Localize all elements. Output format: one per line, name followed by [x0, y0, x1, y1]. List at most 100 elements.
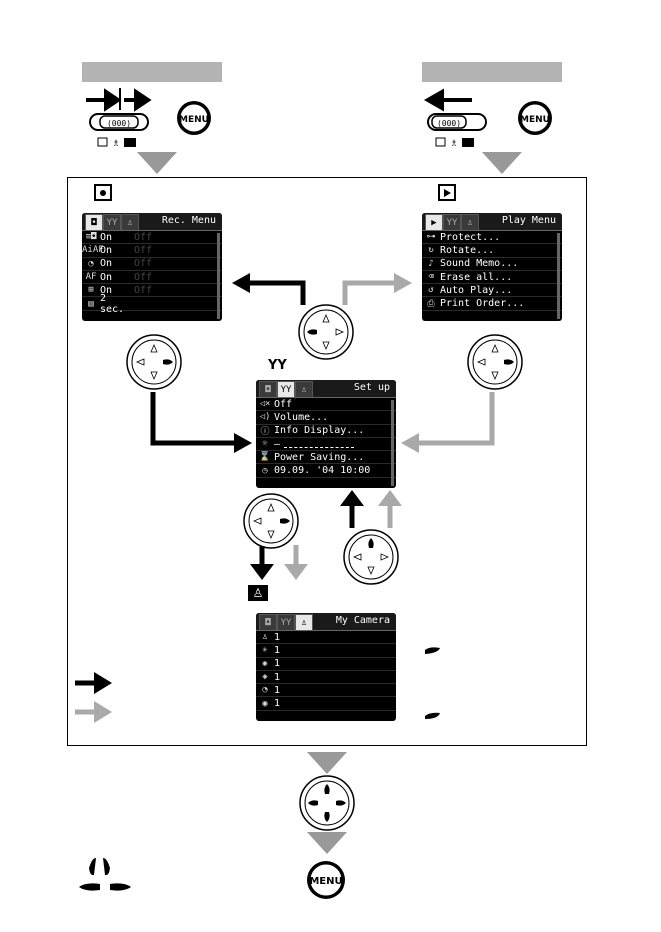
- menu-row-value: Auto Play...: [440, 284, 513, 296]
- menu-row-value: —: [274, 438, 281, 450]
- dial-center-left-icon: [298, 304, 354, 360]
- dial-bottom-all-icon: [299, 775, 355, 831]
- menu-row-alt: Off: [134, 271, 153, 283]
- menu-row-icon: AF: [85, 272, 97, 283]
- rec-menu-title: Rec. Menu: [161, 215, 216, 226]
- svg-text:♗: ♗: [112, 139, 120, 149]
- mycamera-tab-icon: ♙: [295, 381, 313, 397]
- menu-row-alt: Off: [134, 284, 153, 296]
- play-menu-screen: ▶ ΥΥ ♙ Play Menu ⊶Protect...↻Rotate...♪S…: [422, 213, 562, 321]
- menu-row: ◔1: [256, 684, 396, 698]
- menu-row-value: 1: [274, 644, 281, 656]
- menu-row-icon: ⌛: [259, 452, 271, 463]
- menu-row: ♙1: [256, 631, 396, 645]
- menu-row: ◔ On Off: [82, 258, 222, 271]
- menu-row-icon: ⓘ: [260, 427, 270, 438]
- mycamera-tab-icon: ♙: [121, 214, 139, 230]
- menu-row: ⌛Power Saving...: [256, 451, 396, 465]
- camera-tab-icon: ◘: [259, 381, 277, 397]
- menu-row-value: On: [100, 231, 113, 243]
- dial-left-right-icon: [126, 334, 182, 390]
- menu-row: ↻ Rotate...: [422, 244, 562, 258]
- menu-row-value: 1: [274, 631, 281, 643]
- dial-right-right-icon: [467, 334, 523, 390]
- camera-tab-icon: ◘: [85, 214, 103, 230]
- menu-row-icon: ♙: [262, 632, 268, 643]
- menu-row-icon: ⎙: [427, 298, 435, 309]
- menu-button-bottom-icon: MENU: [307, 861, 345, 899]
- menu-row-value: On: [100, 284, 113, 296]
- dial-setup-up-icon: [343, 529, 399, 585]
- menu-row-icon: AiAF: [82, 245, 104, 256]
- menu-row-value: On: [100, 244, 113, 256]
- setup-tab-icon: ΥΥ: [277, 381, 295, 397]
- menu-row-value: 1: [274, 684, 281, 696]
- menu-row: ◷ 09.09. '04 10:00: [256, 464, 396, 478]
- svg-text:MENU: MENU: [520, 115, 550, 125]
- menu-row: ⌫ Erase all...: [422, 271, 562, 285]
- menu-button-label: MENU: [179, 115, 209, 125]
- menu-row: ⎙Print Order...: [422, 297, 562, 311]
- menu-row: ⊶Protect...: [422, 231, 562, 245]
- menu-row-value: Power Saving...: [274, 451, 365, 463]
- play-menu-title: Play Menu: [501, 215, 556, 226]
- setup-tab-icon: ΥΥ: [443, 214, 461, 230]
- brightness-slider: [284, 441, 355, 448]
- menu-row-icon: ↺: [428, 285, 434, 296]
- setup-tab-icon: ΥΥ: [103, 214, 121, 230]
- mode-switch-play-icon: (000) ♗: [423, 88, 487, 149]
- menu-row: ◁)Volume...: [256, 411, 396, 425]
- menu-row: ✺1: [256, 658, 396, 671]
- menu-row-alt: Off: [134, 244, 153, 256]
- camera-mode-icon: [94, 184, 112, 201]
- down-triangle-icon: [137, 152, 177, 174]
- mycamera-heading-icon: ♙: [248, 585, 268, 601]
- menu-row: ◈1: [256, 671, 396, 685]
- menu-row-alt: Off: [134, 258, 153, 270]
- svg-text:♗: ♗: [450, 139, 458, 149]
- setup-menu-title: Set up: [353, 382, 390, 393]
- menu-row-value: Volume...: [274, 411, 329, 423]
- menu-row: ✳1: [256, 644, 396, 658]
- menu-row: ↺ Auto Play...: [422, 284, 562, 298]
- menu-row-value: Erase all...: [440, 271, 513, 283]
- menu-row-value: 09.09. '04 10:00: [274, 465, 371, 477]
- menu-button-icon: MENU: [518, 101, 552, 135]
- rec-mode-bar: [82, 62, 222, 82]
- menu-row-icon: ☼: [262, 439, 268, 450]
- menu-row-value: Sound Memo...: [440, 258, 519, 270]
- menu-row-icon: ◈: [262, 672, 268, 683]
- menu-button-icon: MENU: [177, 101, 211, 135]
- play-mode-icon: [438, 184, 456, 201]
- menu-row-value: Off: [274, 398, 293, 410]
- menu-row-icon: ▤: [88, 298, 94, 309]
- mycamera-menu-list: ♙1✳1✺1◈1◔1◉1: [256, 631, 396, 711]
- play-mode-bar: [422, 62, 562, 82]
- menu-row-icon: ⌫: [428, 272, 434, 283]
- menu-row-icon: ♪: [428, 258, 434, 269]
- menu-row-icon: ⊶: [426, 232, 436, 243]
- menu-row-icon: ◔: [262, 685, 268, 696]
- menu-row-value: On: [100, 258, 113, 270]
- camera-tab-icon: ◘: [259, 614, 277, 630]
- svg-text:(000): (000): [107, 119, 131, 128]
- menu-row-value: On: [100, 271, 113, 283]
- menu-row: ☼—: [256, 438, 396, 452]
- menu-row-value: Rotate...: [440, 244, 495, 256]
- menu-row-icon: ◔: [88, 258, 94, 269]
- menu-row-value: Info Display...: [274, 425, 365, 437]
- setup-tab-heading-icon: ΥΥ: [268, 358, 287, 373]
- menu-row: ◉1: [256, 697, 396, 711]
- menu-row-value: 1: [274, 671, 281, 683]
- menu-row-icon: ↻: [428, 245, 434, 256]
- mycamera-tab-icon: ♙: [295, 614, 313, 630]
- menu-row: ⓘ Info Display...: [256, 425, 396, 438]
- menu-row-icon: ✳: [262, 645, 268, 656]
- menu-row-icon: ◷: [262, 465, 268, 476]
- mode-switch-rec-icon: (000) ♗: [86, 88, 152, 149]
